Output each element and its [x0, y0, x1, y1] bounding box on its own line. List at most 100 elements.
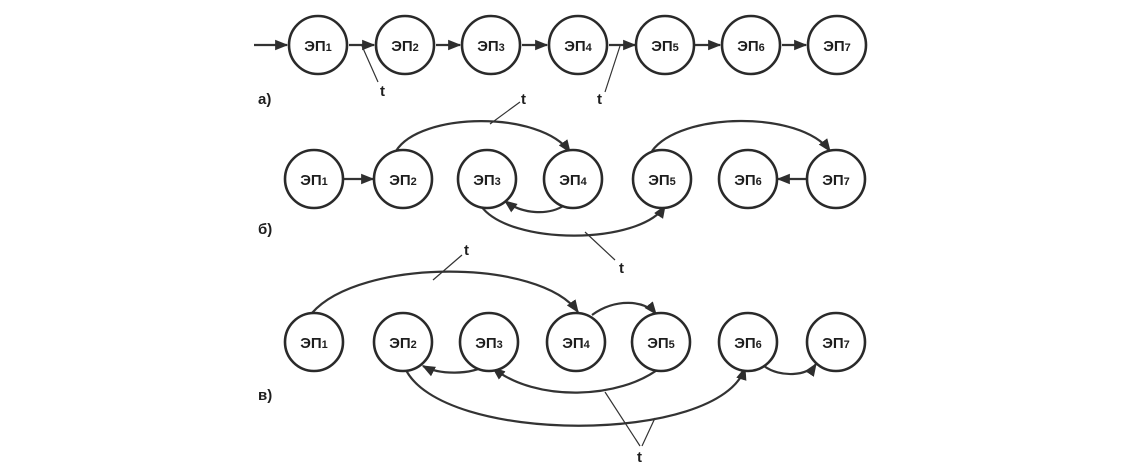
arrow-c-6-7 [763, 362, 817, 377]
svg-text:ЭП3: ЭП3 [475, 335, 503, 352]
arrow-b-5-7 [651, 119, 831, 153]
node-subscript: 5 [670, 176, 676, 188]
node-circle [806, 14, 868, 76]
svg-text:ЭП5: ЭП5 [651, 38, 679, 55]
svg-text:ЭП4: ЭП4 [562, 335, 590, 352]
node-label: ЭП [389, 172, 410, 189]
t-label-b-1: t [521, 91, 526, 108]
node-subscript: 1 [326, 42, 332, 54]
node-subscript: 6 [756, 176, 762, 188]
node-label: ЭП [477, 38, 498, 55]
node-label: ЭП [648, 172, 669, 189]
node-subscript: 4 [586, 42, 593, 54]
arrow-b-3-5 [480, 204, 666, 237]
node-b-5: ЭП5 [631, 148, 693, 210]
arrow-c-5-3 [491, 366, 662, 394]
svg-text:ЭП1: ЭП1 [300, 335, 328, 352]
node-label: ЭП [823, 38, 844, 55]
t-label-c-2: t [637, 449, 642, 466]
arrow-b-4-3 [503, 200, 566, 214]
node-label: ЭП [304, 38, 325, 55]
node-c-3: ЭП3 [458, 311, 520, 373]
node-label: ЭП [564, 38, 585, 55]
svg-text:ЭП3: ЭП3 [477, 38, 505, 55]
node-subscript: 6 [756, 339, 762, 351]
arrow-b-2-4 [395, 120, 571, 154]
node-circle [630, 311, 692, 373]
node-subscript: 7 [845, 42, 851, 54]
node-b-3: ЭП3 [456, 148, 518, 210]
node-circle [631, 148, 693, 210]
node-label: ЭП [734, 335, 755, 352]
node-b-6: ЭП6 [717, 148, 779, 210]
node-label: ЭП [822, 335, 843, 352]
t-label-c-1: t [464, 242, 469, 259]
node-subscript: 6 [759, 42, 765, 54]
node-c-6: ЭП6 [717, 311, 779, 373]
node-circle [634, 14, 696, 76]
node-circle [545, 311, 607, 373]
node-a-3: ЭП3 [460, 14, 522, 76]
node-subscript: 5 [669, 339, 675, 351]
node-subscript: 2 [413, 42, 419, 54]
svg-text:ЭП4: ЭП4 [564, 38, 592, 55]
svg-text:ЭП6: ЭП6 [734, 335, 762, 352]
node-a-7: ЭП7 [806, 14, 868, 76]
panel-label-c: в) [258, 387, 272, 404]
node-circle [717, 148, 779, 210]
svg-text:ЭП6: ЭП6 [737, 38, 765, 55]
node-c-4: ЭП4 [545, 311, 607, 373]
node-c-1: ЭП1 [283, 311, 345, 373]
node-c-5: ЭП5 [630, 311, 692, 373]
node-c-2: ЭП2 [372, 311, 434, 373]
node-subscript: 2 [411, 339, 417, 351]
node-circle [372, 311, 434, 373]
node-circle [805, 148, 867, 210]
node-circle [720, 14, 782, 76]
node-circle [542, 148, 604, 210]
arrow-c-4-5 [591, 301, 657, 316]
node-circle [287, 14, 349, 76]
node-subscript: 3 [495, 176, 501, 188]
svg-text:ЭП1: ЭП1 [304, 38, 332, 55]
diagram-b: ЭП1 ЭП2 ЭП3 ЭП4 ЭП5 ЭП6 ЭП7 t t б) [258, 91, 867, 277]
node-subscript: 7 [844, 339, 850, 351]
panel-label-a: а) [258, 91, 271, 108]
node-subscript: 5 [673, 42, 679, 54]
node-a-2: ЭП2 [374, 14, 436, 76]
node-label: ЭП [300, 335, 321, 352]
leader-a-t1 [361, 45, 379, 83]
svg-text:ЭП2: ЭП2 [391, 38, 419, 55]
node-label: ЭП [473, 172, 494, 189]
node-circle [805, 311, 867, 373]
svg-text:ЭП2: ЭП2 [389, 335, 417, 352]
diagram-a: ЭП1 ЭП2 ЭП3 ЭП4 ЭП5 ЭП6 ЭП7 t t а) [254, 14, 868, 108]
node-subscript: 1 [322, 339, 328, 351]
panel-label-b: б) [258, 221, 272, 238]
node-label: ЭП [391, 38, 412, 55]
node-c-7: ЭП7 [805, 311, 867, 373]
node-a-1: ЭП1 [287, 14, 349, 76]
node-label: ЭП [559, 172, 580, 189]
node-circle [547, 14, 609, 76]
diagram-c: ЭП1 ЭП2 ЭП3 ЭП4 ЭП5 ЭП6 ЭП7 t t в) [258, 242, 867, 466]
node-circle [717, 311, 779, 373]
node-label: ЭП [562, 335, 583, 352]
leader-b-t1 [489, 101, 521, 125]
node-a-4: ЭП4 [547, 14, 609, 76]
node-a-6: ЭП6 [720, 14, 782, 76]
arrow-c-1-4 [311, 270, 579, 314]
node-label: ЭП [822, 172, 843, 189]
node-subscript: 2 [411, 176, 417, 188]
svg-text:ЭП7: ЭП7 [823, 38, 851, 55]
svg-text:ЭП7: ЭП7 [822, 172, 850, 189]
node-label: ЭП [734, 172, 755, 189]
svg-text:ЭП1: ЭП1 [300, 172, 328, 189]
leader-c-t2b [641, 417, 656, 447]
node-label: ЭП [475, 335, 496, 352]
svg-text:ЭП7: ЭП7 [822, 335, 850, 352]
t-label-b-2: t [619, 260, 624, 277]
node-circle [374, 14, 436, 76]
node-circle [283, 148, 345, 210]
